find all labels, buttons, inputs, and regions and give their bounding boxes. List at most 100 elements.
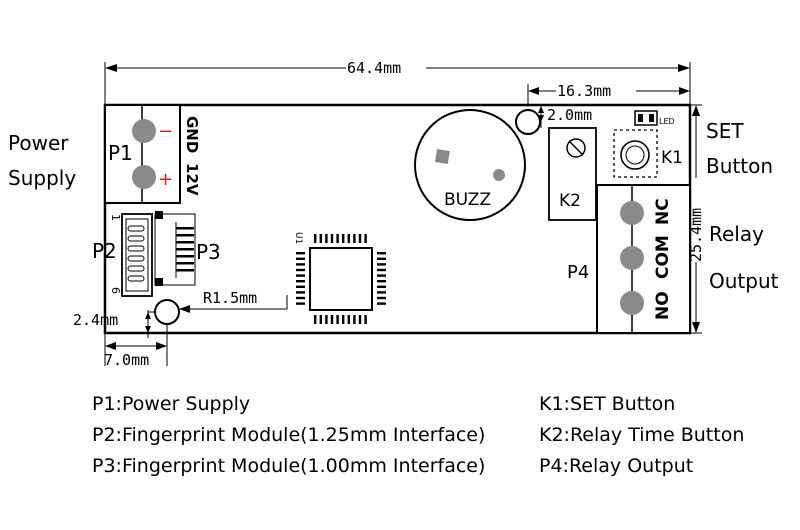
chip-pin-left xyxy=(296,263,305,266)
chip-pin-top xyxy=(319,234,322,243)
p3-pin xyxy=(176,269,194,272)
chip-pin-left xyxy=(296,268,305,272)
chip-pin-bottom xyxy=(336,315,339,324)
chip-pin-right xyxy=(377,263,386,266)
chip-pin-bottom xyxy=(330,315,334,324)
chip-pin-top xyxy=(358,234,362,243)
p1-terminal: P1 − + GND 12V xyxy=(104,104,201,204)
u1-label: U1 xyxy=(293,232,303,244)
led-label: LED xyxy=(659,117,675,126)
chip-pin-right xyxy=(377,257,386,260)
set-button-label-line1: SET xyxy=(706,119,744,143)
p2-pin xyxy=(127,245,145,252)
dim-hole-x: 7.0mm xyxy=(104,324,168,369)
p1-12v-label: 12V xyxy=(183,163,201,196)
dim-hole-top-label: 2.0mm xyxy=(547,106,592,124)
k2-label: K2 xyxy=(559,191,581,211)
chip-pin-left xyxy=(296,296,305,300)
chip-pin-top xyxy=(347,234,350,243)
dim-hole-y: 2.4mm xyxy=(73,310,156,338)
dim-hole-radius: R1.5mm xyxy=(179,289,288,313)
p1-screw-12v xyxy=(132,165,156,189)
chip-pin-bottom xyxy=(319,315,322,324)
legend-item-p3: P3:Fingerprint Module(1.00mm Interface) xyxy=(92,455,486,477)
u1-chip: U1 xyxy=(293,232,386,324)
relay-output-label-line1: Relay xyxy=(709,222,764,246)
p2-connector: 1 6 P2 xyxy=(92,213,153,297)
p4-nc-label: NC xyxy=(653,198,673,225)
legend-item-k2: K2:Relay Time Button xyxy=(539,424,745,446)
dim-set-offset: 16.3mm xyxy=(527,82,690,104)
power-supply-label-line2: Supply xyxy=(8,166,76,190)
chip-pin-top xyxy=(325,234,328,243)
p2-pin xyxy=(127,235,145,242)
p2-label: P2 xyxy=(92,239,117,263)
k2-button: K2 xyxy=(548,127,597,221)
p1-plus-sign: + xyxy=(158,169,173,190)
p4-label: P4 xyxy=(567,262,589,283)
p2-pin xyxy=(127,225,145,232)
chip-pin-right xyxy=(377,280,386,283)
set-button-label-line2: Button xyxy=(706,154,773,178)
k1-button: K1 xyxy=(613,129,683,178)
dim-hole-radius-label: R1.5mm xyxy=(203,289,257,307)
legend-item-p1: P1:Power Supply xyxy=(92,393,251,415)
chip-pin-top xyxy=(336,234,339,243)
chip-pin-top xyxy=(364,234,367,243)
chip-pin-top xyxy=(353,234,356,243)
chip-pin-bottom xyxy=(325,315,328,324)
chip-pin-left xyxy=(296,257,305,260)
chip-pin-bottom xyxy=(314,315,317,324)
dim-hole-x-label: 7.0mm xyxy=(104,351,149,369)
p4-screw-nc xyxy=(620,201,644,225)
dim-board-width: 64.4mm xyxy=(104,59,691,104)
dim-hole-y-label: 2.4mm xyxy=(73,311,118,329)
chip-pin-right xyxy=(377,302,386,305)
chip-pin-left xyxy=(296,291,305,294)
chip-pin-bottom xyxy=(364,315,367,324)
p1-label: P1 xyxy=(108,141,133,165)
p2-pin6-label: 6 xyxy=(109,287,122,294)
legend-left: P1:Power Supply P2:Fingerprint Module(1.… xyxy=(92,389,485,482)
p3-pin xyxy=(176,248,194,251)
chip-pin-bottom xyxy=(353,315,356,324)
dim-board-width-label: 64.4mm xyxy=(347,59,401,77)
p3-pin xyxy=(176,262,194,265)
p3-connector: P3 xyxy=(154,211,221,286)
buzzer-label: BUZZ xyxy=(444,190,491,210)
p3-label: P3 xyxy=(196,240,221,264)
chip-pin-right xyxy=(377,296,386,300)
legend-item-k1: K1:SET Button xyxy=(539,393,676,415)
p4-com-label: COM xyxy=(653,235,673,279)
p3-pin xyxy=(176,241,194,244)
p4-no-label: NO xyxy=(653,291,673,320)
p2-pin xyxy=(127,255,145,262)
chip-pin-left xyxy=(296,280,305,283)
p3-pin xyxy=(176,255,194,258)
p3-pin xyxy=(176,227,194,230)
chip-pin-right xyxy=(377,268,386,272)
relay-output-label-line2: Output xyxy=(709,269,779,293)
p3-pin xyxy=(176,234,194,237)
chip-pin-right xyxy=(377,285,386,288)
chip-pin-right xyxy=(377,291,386,294)
mount-hole-bottom-left xyxy=(154,299,180,325)
dim-board-height: 25.4mm xyxy=(687,104,705,334)
dim-set-offset-label: 16.3mm xyxy=(557,82,611,100)
p2-pin1-label: 1 xyxy=(109,214,122,221)
led: LED xyxy=(634,110,675,126)
legend-item-p2: P2:Fingerprint Module(1.25mm Interface) xyxy=(92,424,486,446)
k1-label: K1 xyxy=(661,148,683,168)
chip-pin-bottom xyxy=(358,315,362,324)
dim-hole-top: 2.0mm xyxy=(538,106,592,128)
p1-screw-gnd xyxy=(132,119,156,143)
chip-pin-left xyxy=(296,274,305,277)
chip-pin-top xyxy=(314,234,317,243)
chip-pin-bottom xyxy=(347,315,350,324)
legend-item-p4: P4:Relay Output xyxy=(539,455,694,477)
chip-pin-top xyxy=(342,234,345,243)
mount-hole-top xyxy=(515,109,541,135)
chip-pin-left xyxy=(296,252,305,255)
p2-pin xyxy=(127,275,145,282)
